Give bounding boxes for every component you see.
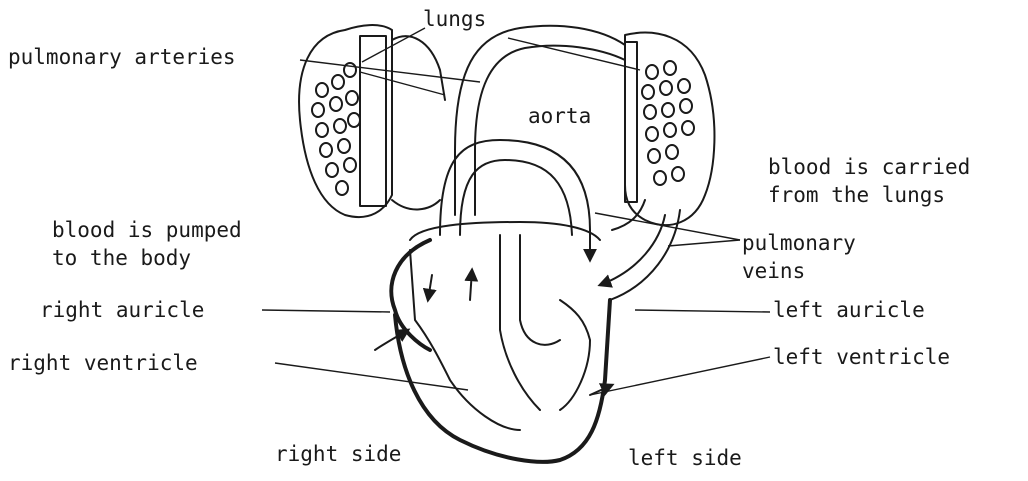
label-left-side: left side [628, 445, 742, 471]
label-right-auricle: right auricle [40, 297, 204, 323]
left-lung-alveoli [312, 63, 360, 195]
label-lungs: lungs [423, 6, 486, 32]
right-lung-shape [625, 33, 714, 225]
heart-outline [375, 222, 612, 462]
label-left-auricle: left auricle [773, 297, 925, 323]
label-pulmonary-veins-1: pulmonary [742, 230, 856, 256]
label-left-ventricle: left ventricle [773, 344, 950, 370]
right-lung-alveoli [642, 61, 694, 185]
label-aorta: aorta [528, 103, 591, 129]
label-blood-pumped-1: blood is pumped [52, 217, 242, 243]
label-blood-carried-2: from the lungs [768, 182, 945, 208]
label-pulmonary-arteries: pulmonary arteries [8, 44, 236, 70]
label-right-ventricle: right ventricle [8, 350, 198, 376]
label-blood-pumped-2: to the body [52, 245, 191, 271]
label-pulmonary-veins-2: veins [742, 258, 805, 284]
label-right-side: right side [275, 441, 401, 467]
label-blood-carried-1: blood is carried [768, 154, 970, 180]
